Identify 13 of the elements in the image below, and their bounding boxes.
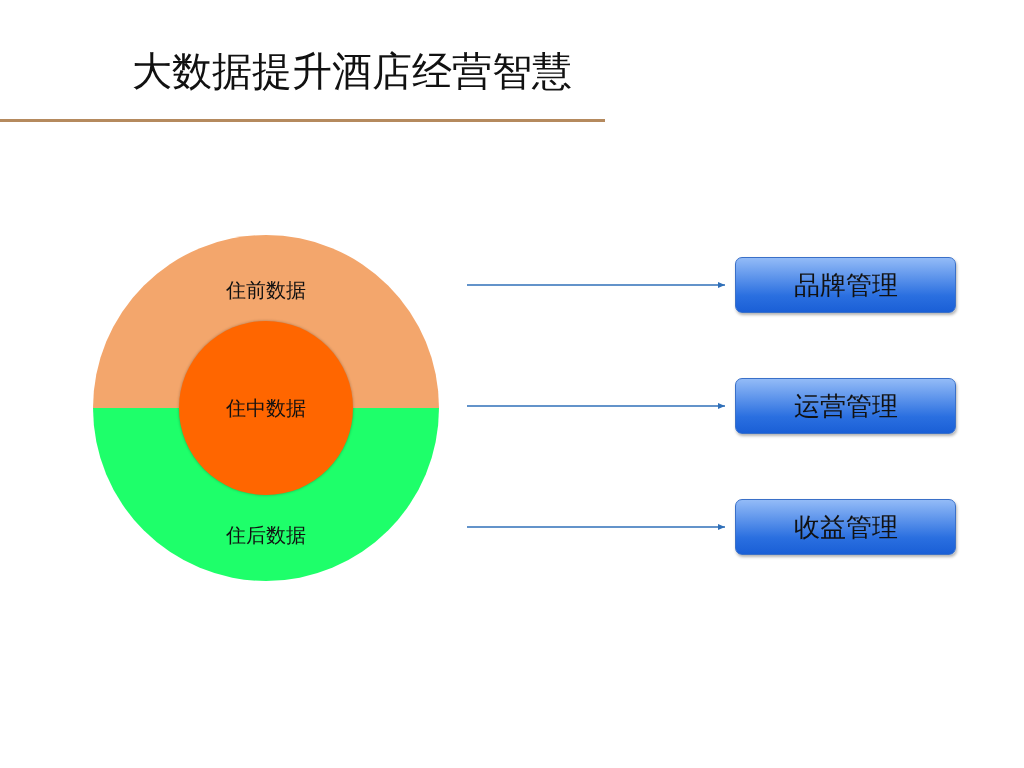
arrow <box>466 524 726 530</box>
arrow <box>466 403 726 409</box>
node-label: 收益管理 <box>793 510 898 544</box>
process-box <box>735 378 956 434</box>
node-label: 住前数据 <box>226 277 306 304</box>
node-label: 住中数据 <box>226 394 306 422</box>
node-label: 品牌管理 <box>793 268 898 302</box>
process-box <box>735 257 956 313</box>
process-box <box>735 499 956 555</box>
node-label: 住后数据 <box>226 522 306 549</box>
arrow <box>466 282 726 288</box>
title: 大数据提升酒店经营智慧 <box>132 47 572 96</box>
node-label: 运营管理 <box>793 389 898 423</box>
